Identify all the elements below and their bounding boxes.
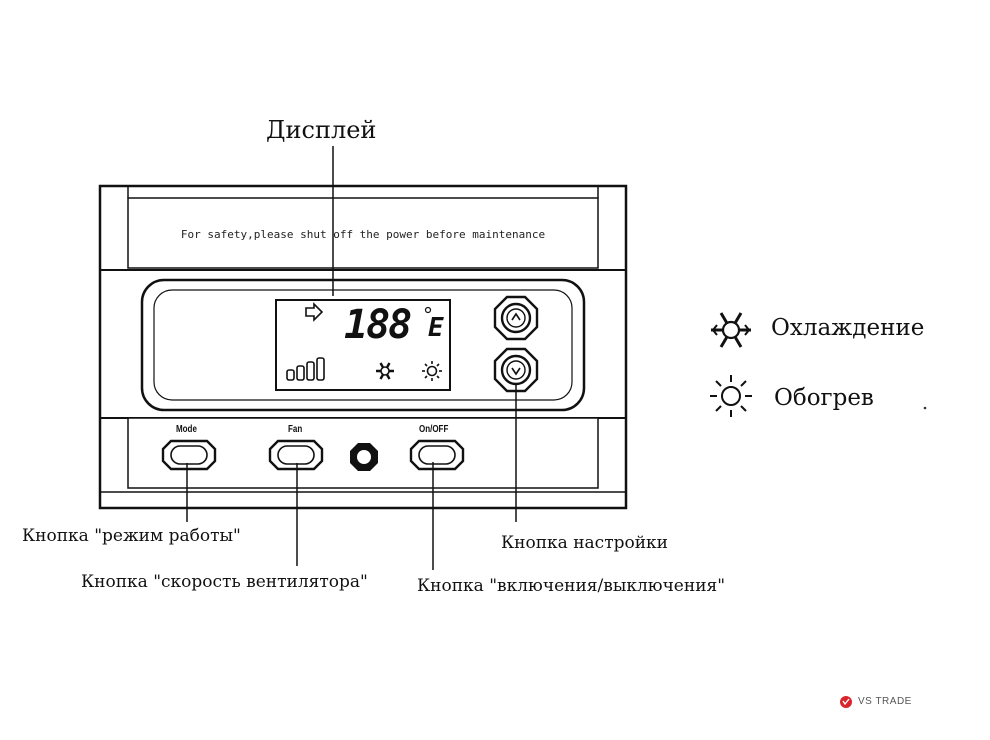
lcd-window: [275, 299, 451, 391]
legend-snowflake-icon: [711, 312, 751, 348]
onoff-button-drawing: [409, 439, 465, 471]
down-button[interactable]: [495, 349, 537, 391]
sensor-icon: [350, 443, 378, 471]
mode-button-drawing: [161, 439, 217, 471]
lcd-unit: E: [428, 313, 444, 343]
warning-text: For safety,please shut off the power bef…: [180, 228, 546, 241]
fan-button-drawing: [268, 439, 324, 471]
lcd-digits: 188: [344, 302, 412, 348]
brand-logo-icon: [840, 696, 852, 708]
legend-sun-icon: [710, 375, 752, 417]
mode-button[interactable]: [163, 441, 215, 469]
legend-cooling: Охлаждение: [771, 315, 925, 341]
fan-button[interactable]: [270, 441, 322, 469]
fan-speed-bars-icon: [286, 357, 325, 381]
display-label: Дисплей: [266, 116, 377, 144]
up-button[interactable]: [495, 297, 537, 339]
brand-text: VS TRADE: [858, 696, 912, 707]
down-button-drawing: [493, 347, 539, 393]
callout-power: Кнопка "включения/выключения": [417, 576, 726, 596]
callout-fan: Кнопка "скорость вентилятора": [81, 572, 368, 592]
snowflake-icon: [376, 362, 394, 380]
callout-settings: Кнопка настройки: [501, 533, 669, 553]
top-strip: [127, 197, 599, 269]
onoff-caption: On/OFF: [419, 424, 449, 435]
degree-icon: [424, 306, 432, 314]
warning-strip: For safety,please shut off the power bef…: [128, 198, 598, 268]
mode-caption: Mode: [176, 424, 197, 435]
legend-heating: Обогрев: [774, 385, 874, 411]
callout-mode: Кнопка "режим работы": [22, 526, 241, 546]
up-button-drawing: [493, 295, 539, 341]
onoff-button[interactable]: [411, 441, 463, 469]
arrow-right-icon: [305, 302, 324, 322]
sun-icon: [422, 361, 442, 381]
fan-caption: Fan: [288, 424, 303, 435]
